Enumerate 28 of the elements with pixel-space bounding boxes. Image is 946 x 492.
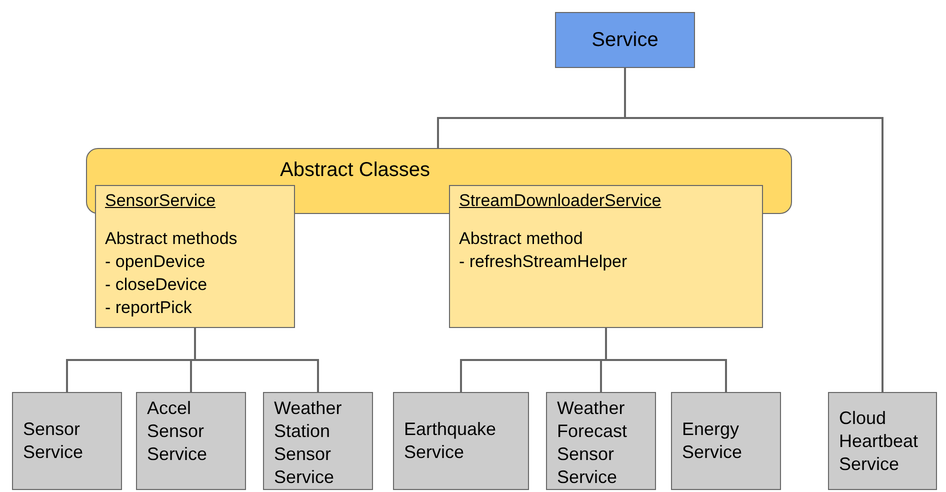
class-box: [671, 392, 781, 490]
class-name: Weather Forecast Sensor Service: [557, 397, 628, 489]
class-box: [555, 12, 695, 68]
class-name: Service: [592, 28, 658, 52]
class-box: [12, 392, 122, 490]
section-heading: Abstract methods: [105, 228, 238, 250]
group-title: Abstract Classes: [280, 159, 432, 182]
abstract-class-box: [449, 185, 763, 328]
class-box: [263, 392, 373, 490]
class-name: Accel Sensor Service: [147, 397, 208, 466]
class-name: Energy Service: [682, 418, 744, 464]
class-box: [828, 392, 937, 490]
class-box: [136, 392, 246, 490]
class-name: Earthquake Service: [404, 418, 498, 464]
section-heading: Abstract method: [459, 228, 584, 250]
class-name: Cloud Heartbeat Service: [839, 406, 920, 476]
class-box: [393, 392, 529, 490]
class-name: StreamDownloaderService: [459, 190, 662, 212]
class-name: Weather Station Sensor Service: [274, 397, 343, 489]
connector-line: [194, 328, 319, 392]
method-name: - reportPick: [105, 297, 193, 319]
class-name: SensorService: [105, 190, 217, 212]
method-name: - refreshStreamHelper: [459, 251, 628, 273]
method-name: - openDevice: [105, 251, 206, 273]
method-name: - closeDevice: [105, 274, 208, 296]
class-box: [546, 392, 656, 490]
class-name: Sensor Service: [23, 418, 84, 464]
abstract-class-box: [95, 185, 295, 328]
